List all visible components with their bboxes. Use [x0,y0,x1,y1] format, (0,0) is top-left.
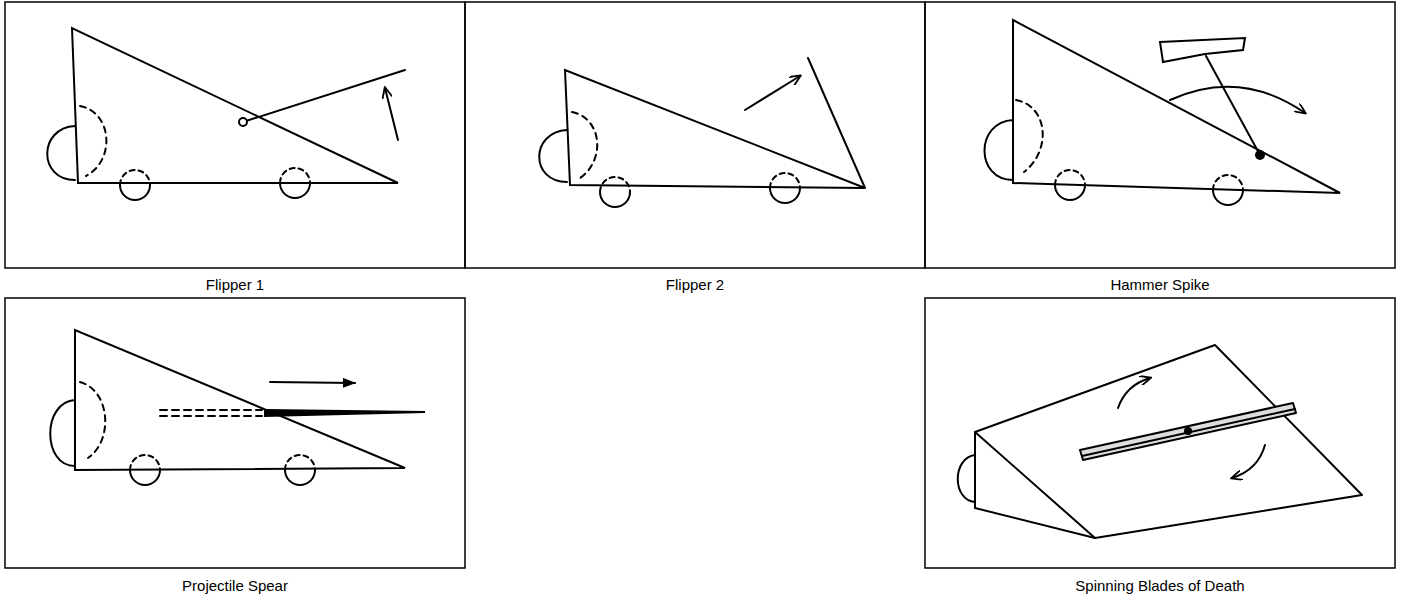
panel-caption: Flipper 2 [666,276,724,294]
spear-sketch [50,330,425,485]
panel-frame [5,2,465,268]
panel-caption: Flipper 1 [206,276,264,294]
panel-caption: Hammer Spike [1110,276,1209,294]
panel-frame [465,2,925,268]
hammer-sketch [985,20,1341,205]
panel-frame [925,298,1395,568]
panel-frame [925,2,1395,268]
panel-frame [5,298,465,568]
panel-caption: Spinning Blades of Death [1075,577,1244,595]
flipper-sketch [47,28,405,200]
flipper-sketch [539,58,865,207]
spinner-sketch [958,345,1362,538]
panel-caption: Projectile Spear [182,577,288,595]
